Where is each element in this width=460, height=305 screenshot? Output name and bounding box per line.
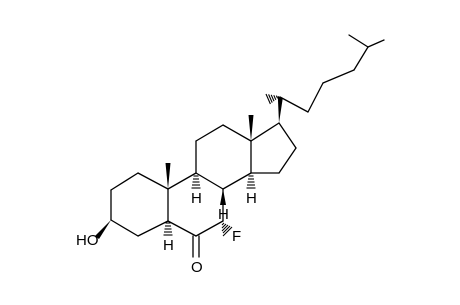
side-chain (277, 34, 385, 123)
ring-a (110, 172, 169, 237)
h-c8-label: H (218, 206, 229, 223)
h-c14-label: H (246, 190, 257, 207)
h-c5-hash (163, 222, 173, 236)
h-c14-hash (246, 175, 256, 189)
fluorine-hash-bond (221, 222, 233, 237)
hydroxyl-bond (95, 220, 111, 239)
ketone-oxygen-label: O (191, 259, 203, 276)
fluorine-label: F (232, 228, 241, 245)
ring-d (250, 122, 297, 174)
methyl-c13 (248, 115, 254, 141)
h-c9-hash (191, 175, 201, 189)
h-c5-label: H (163, 237, 174, 254)
h-c9-label: H (191, 190, 202, 207)
h-c8-wedge (220, 189, 226, 205)
methyl-c20-hash (265, 93, 279, 105)
hydroxyl-label: HO (76, 232, 99, 249)
ring-c (195, 124, 252, 190)
ketone-double-bond (192, 235, 200, 258)
methyl-c10 (165, 163, 171, 189)
